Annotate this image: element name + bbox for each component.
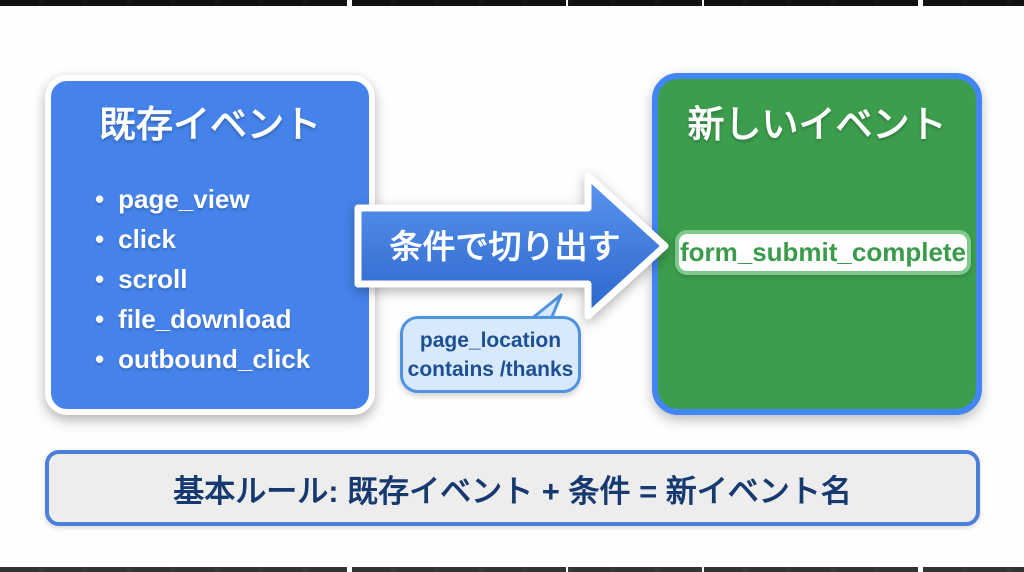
event-list-item: click — [95, 219, 369, 259]
event-name-pill: form_submit_complete — [675, 230, 971, 275]
event-list-item: file_download — [95, 299, 369, 339]
rule-bar: 基本ルール: 既存イベント + 条件 = 新イベント名 — [45, 450, 980, 526]
arrow-label: 条件で切り出す — [390, 228, 621, 265]
letterbox-top-dashes — [0, 0, 1024, 6]
arrow-shape — [354, 172, 669, 320]
event-list-item: outbound_click — [95, 339, 369, 379]
rule-text: 基本ルール: 既存イベント + 条件 = 新イベント名 — [173, 473, 852, 509]
letterbox-bottom-dashes — [0, 567, 1024, 572]
condition-bubble: page_location contains /thanks — [400, 316, 581, 393]
new-event-title: 新しいイベント — [687, 104, 947, 145]
event-list-item: page_view — [95, 179, 369, 219]
condition-line-1: page_location — [419, 328, 562, 352]
existing-events-box: 既存イベント page_view click scroll file_downl… — [45, 75, 375, 415]
existing-events-list: page_view click scroll file_download out… — [51, 179, 369, 379]
condition-line-2: contains /thanks — [407, 357, 574, 381]
transform-arrow: 条件で切り出す — [354, 172, 669, 320]
event-list-item: scroll — [95, 259, 369, 299]
existing-events-title: 既存イベント — [99, 104, 321, 145]
new-event-box: 新しいイベント form_submit_complete — [652, 73, 982, 415]
